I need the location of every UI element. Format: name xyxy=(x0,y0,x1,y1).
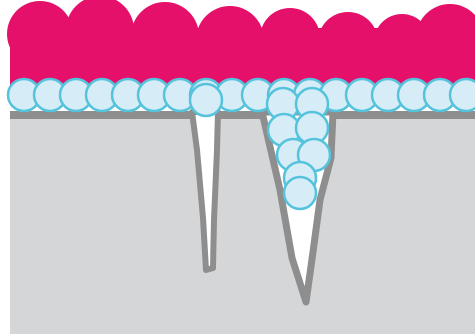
bead-circle xyxy=(450,79,475,111)
substrate-top-edge xyxy=(10,111,475,119)
substrate-block xyxy=(10,114,475,334)
coating-blob xyxy=(131,2,199,70)
coating-layer xyxy=(7,0,475,90)
coating-blob xyxy=(196,6,264,74)
substrate xyxy=(10,111,475,334)
coating-blob xyxy=(7,1,73,67)
bead-circle xyxy=(190,84,222,116)
coating-blob xyxy=(260,8,320,68)
bead-circle xyxy=(284,177,316,209)
coating-blob xyxy=(318,12,378,72)
